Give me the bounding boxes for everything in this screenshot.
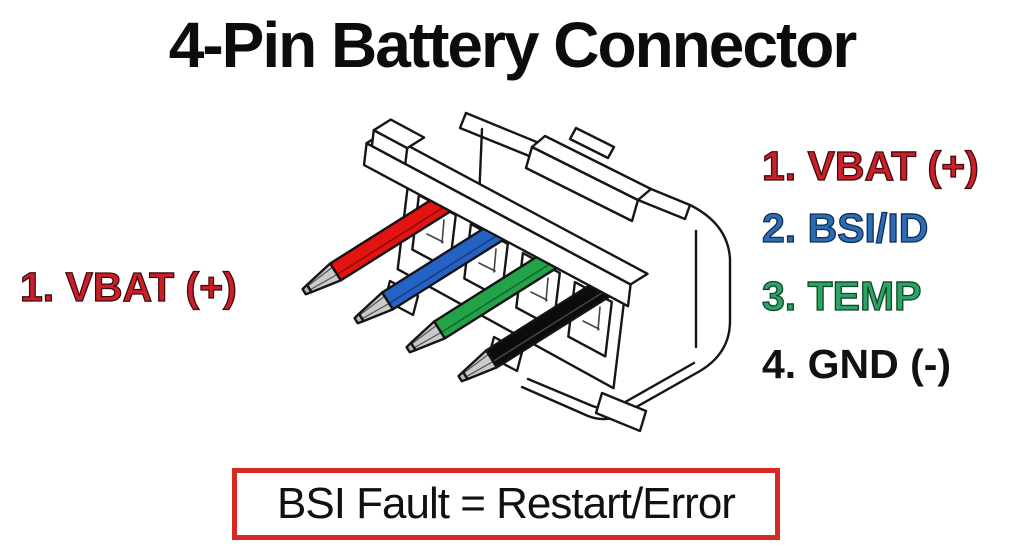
pin-1-red-wire xyxy=(301,189,458,296)
latch-tab-top xyxy=(372,118,426,150)
bsi-fault-note-text: BSI Fault = Restart/Error xyxy=(277,479,736,528)
top-flange-top xyxy=(530,134,653,202)
legend-item-bsi-id: 2. BSI/ID xyxy=(761,204,929,251)
legend-item-gnd: 4. GND (-) xyxy=(762,341,952,387)
legend-item-temp: 3. TEMP xyxy=(761,272,922,319)
mount-foot-right xyxy=(594,391,648,433)
legend-item-vbat: 1. VBAT (+) xyxy=(761,142,979,189)
bsi-fault-note-box: BSI Fault = Restart/Error xyxy=(232,468,780,540)
pin1-left-label: 1. VBAT (+) xyxy=(19,263,237,310)
cavity-detail-lines xyxy=(426,219,601,331)
pinout-legend: 1. VBAT (+) 2. BSI/ID 3. TEMP 4. GND (-) xyxy=(761,142,1022,402)
latch-rail xyxy=(362,118,649,308)
top-slot xyxy=(568,126,616,160)
pin-3-green-wire xyxy=(405,247,562,354)
page-title: 4-Pin Battery Connector xyxy=(168,9,858,81)
connector-illustration xyxy=(301,111,732,433)
